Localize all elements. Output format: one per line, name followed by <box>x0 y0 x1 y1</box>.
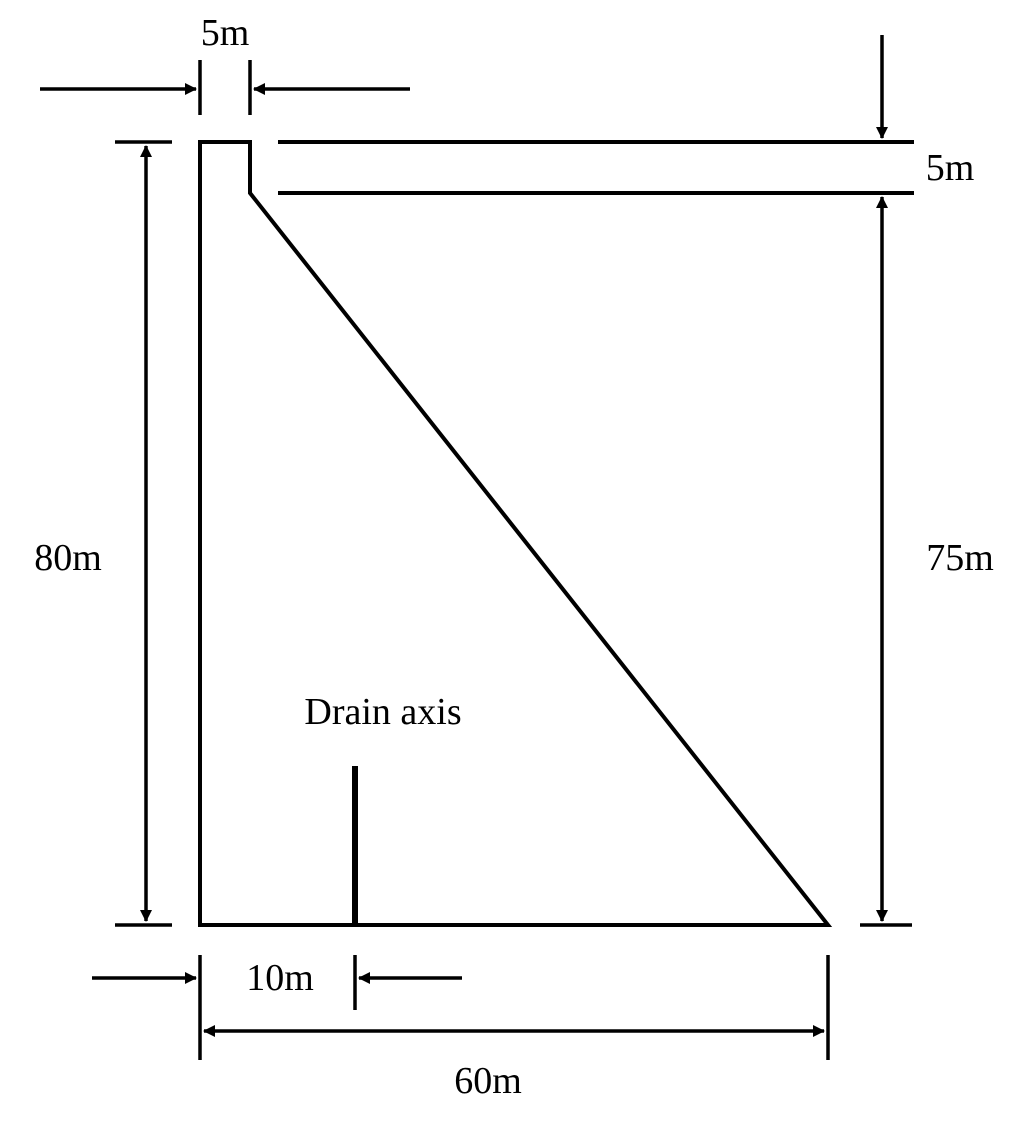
dam-outline <box>198 140 833 927</box>
total-height-label: 80m <box>34 537 102 579</box>
freeboard-dimension <box>278 35 914 195</box>
base-width-dimension <box>203 955 830 1060</box>
drain-distance-dimension <box>92 955 462 1060</box>
base-width-label: 60m <box>454 1060 522 1102</box>
crest-width-label: 5m <box>201 12 250 54</box>
water-depth-dimension <box>860 196 912 927</box>
total-height-dimension <box>115 140 172 927</box>
freeboard-label: 5m <box>926 147 975 189</box>
dam-profile <box>198 140 833 927</box>
drain-axis-label: Drain axis <box>304 691 461 733</box>
water-depth-label: 75m <box>926 537 994 579</box>
drain-distance-label: 10m <box>246 957 314 999</box>
crest-width-dimension <box>40 60 410 115</box>
